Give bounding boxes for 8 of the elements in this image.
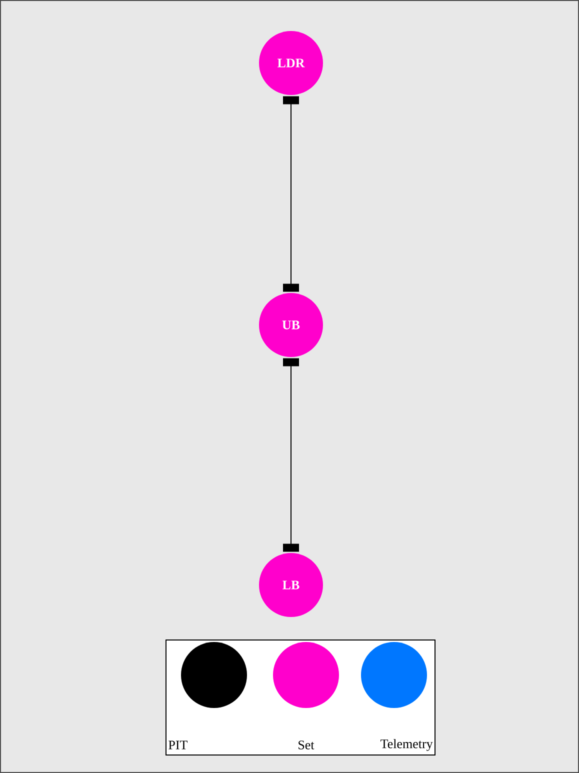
circle-node: UB [259,293,323,357]
legend-label: Telemetry [380,739,433,751]
connector [283,96,299,292]
circle-node: LB [259,553,323,617]
legend-label: PIT [168,740,188,750]
connector [283,358,299,552]
circle-node: LDR [259,31,323,95]
legend-label: Set [298,740,314,750]
